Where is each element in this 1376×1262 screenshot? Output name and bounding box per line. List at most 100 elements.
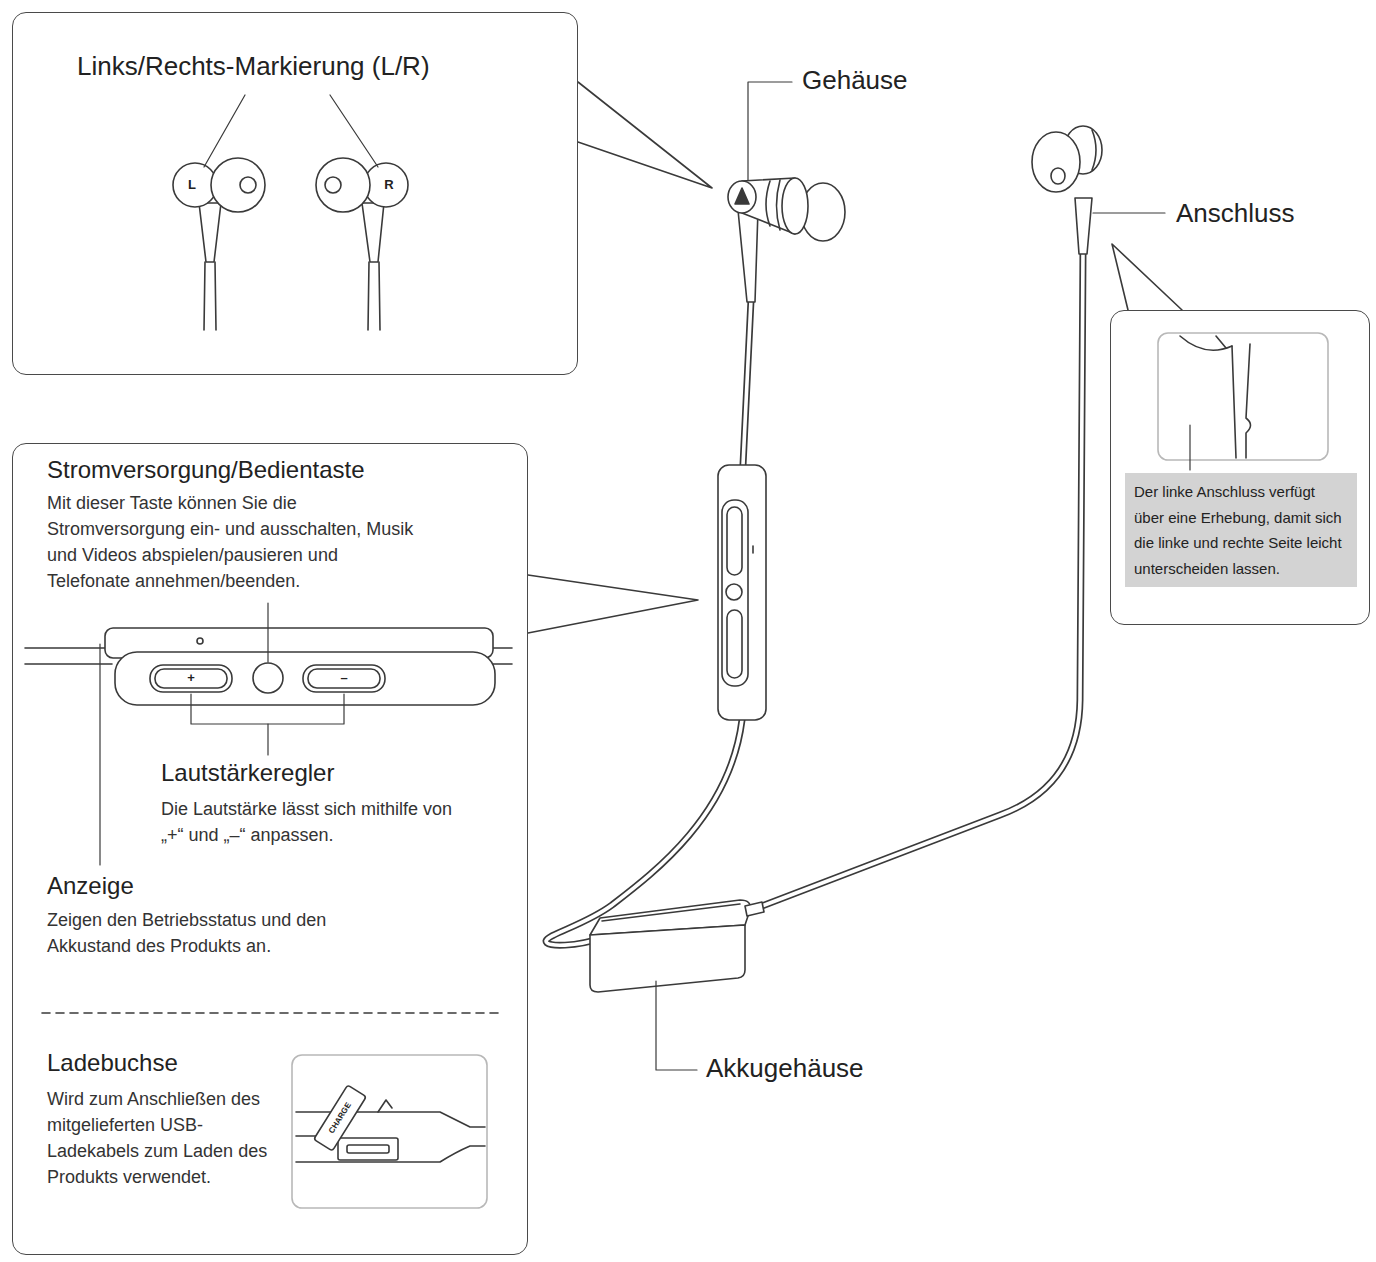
remote-control	[726, 584, 742, 600]
leader-line	[330, 95, 378, 167]
part-label: Akkugehäuse	[706, 1054, 864, 1084]
earbud-closeup	[211, 158, 265, 212]
leader-line	[656, 981, 697, 1070]
port-closeup	[347, 1145, 389, 1153]
connector-closeup	[1216, 336, 1226, 348]
port-closeup	[314, 1085, 367, 1151]
part-label: Anschluss	[1176, 199, 1295, 229]
battery-housing	[590, 900, 764, 992]
leader-line	[748, 82, 792, 180]
right-earbud	[1032, 126, 1102, 254]
leader-line	[656, 82, 1165, 1070]
leader-line	[191, 694, 344, 724]
port-closeup	[338, 1138, 398, 1160]
earbud-closeup	[240, 177, 256, 193]
left-earbud	[735, 188, 749, 204]
callout-heading: Links/Rechts-Markierung (L/R)	[77, 51, 567, 82]
earbud-closeup	[362, 203, 384, 262]
note-text: Der linke Anschluss verfügt über eine Er…	[1125, 473, 1357, 587]
leader-line	[1093, 212, 1165, 213]
side-marker: R	[384, 178, 393, 193]
remote-closeup	[25, 648, 112, 664]
divider-line	[42, 1012, 500, 1014]
earphone-cable	[762, 252, 1083, 906]
right-earbud	[1032, 132, 1080, 192]
section-heading: Anzeige	[47, 872, 447, 901]
right-earbud	[1092, 130, 1096, 170]
port-closeup	[292, 1055, 487, 1208]
remote-closeup	[155, 669, 227, 688]
earphone-cable	[762, 252, 1083, 906]
button-symbol: +	[187, 671, 195, 686]
section-heading: Lautstärkeregler	[161, 759, 501, 788]
divider-line	[42, 1012, 500, 1014]
leader-line	[204, 95, 378, 167]
leader-line	[267, 724, 268, 755]
callout-box: Links/Rechts-Markierung (L/R)	[12, 12, 578, 375]
earphone-cable	[743, 300, 751, 465]
earbud-closeup	[325, 177, 341, 193]
remote-control	[727, 610, 742, 678]
remote-closeup	[253, 663, 283, 693]
earbud-closeup	[199, 203, 221, 262]
callout-pointer	[1112, 244, 1182, 310]
button-symbol: –	[340, 671, 347, 686]
earbud-closeup	[316, 158, 370, 212]
earphone-cable	[546, 252, 1083, 945]
connector-closeup	[1246, 344, 1251, 458]
left-earbud	[728, 181, 756, 213]
remote-closeup	[150, 665, 232, 692]
port-closeup	[292, 1055, 487, 1208]
right-earbud	[1051, 168, 1065, 184]
port-closeup	[378, 1100, 392, 1112]
remote-control	[718, 465, 766, 720]
connector-closeup	[1158, 333, 1328, 460]
right-earbud	[1075, 198, 1092, 254]
connector-closeup	[1158, 333, 1328, 460]
earbud-closeup	[368, 262, 380, 330]
side-marker: L	[188, 178, 196, 193]
section-heading: Ladebuchse	[47, 1049, 347, 1078]
left-earbud	[777, 180, 781, 230]
leader-line	[1189, 425, 1190, 470]
battery-housing	[590, 925, 745, 992]
connector-closeup	[1180, 336, 1232, 350]
leader-line	[267, 603, 268, 662]
section-body: Die Lautstärke lässt sich mithilfe von „…	[161, 796, 461, 848]
remote-control	[722, 500, 748, 686]
remote-control	[718, 465, 766, 720]
section-body: Zeigen den Betriebsstatus und den Akkust…	[47, 907, 407, 959]
earbud-closeup	[204, 262, 216, 330]
port-tag: CHARGE	[327, 1101, 353, 1135]
remote-closeup	[197, 638, 203, 644]
earphone-cable	[743, 300, 751, 465]
illustration	[25, 82, 1328, 1208]
remote-control	[727, 507, 742, 575]
section-body: Wird zum Anschließen des mitgelieferten …	[47, 1086, 283, 1190]
connector-closeup	[1232, 346, 1236, 458]
left-earbud	[738, 210, 758, 302]
remote-closeup	[303, 665, 385, 692]
section-heading: Stromversorgung/Bedientaste	[47, 456, 517, 485]
remote-control	[752, 546, 754, 553]
left-earbud	[766, 181, 770, 226]
port-closeup	[314, 1085, 367, 1151]
leader-line	[204, 95, 245, 167]
leader-line	[1189, 425, 1190, 470]
callout-pointer	[528, 575, 698, 633]
remote-closeup	[115, 652, 495, 705]
battery-housing	[745, 902, 764, 916]
callout-box: Stromversorgung/BedientasteMit dieser Ta…	[12, 443, 528, 1255]
leader-line	[99, 644, 100, 865]
earbud-closeup	[173, 158, 408, 330]
remote-closeup	[308, 669, 380, 688]
section-body: Mit dieser Taste können Sie die Stromver…	[47, 490, 415, 594]
battery-housing	[602, 904, 740, 921]
callout-pointer	[578, 82, 712, 188]
part-label: Gehäuse	[802, 66, 908, 96]
left-earbud	[782, 178, 808, 234]
callout-box: Der linke Anschluss verfügt über eine Er…	[1110, 310, 1370, 625]
